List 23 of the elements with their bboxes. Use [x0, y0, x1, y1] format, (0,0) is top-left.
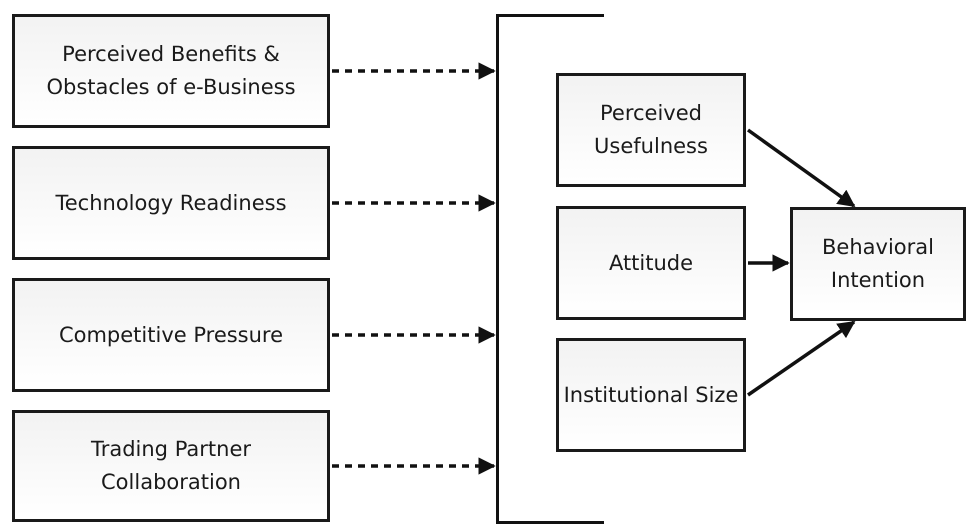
process-box [12, 410, 330, 522]
process-box [556, 73, 746, 187]
dashed-arrow [332, 62, 496, 80]
dashed-arrow [332, 194, 496, 212]
arrow [747, 320, 856, 396]
box-label: Institutional Size [564, 382, 738, 409]
dashed-arrow [332, 457, 496, 475]
dashed-arrow [332, 326, 496, 344]
box-label: Competitive Pressure [58, 322, 284, 349]
process-box [556, 206, 746, 320]
process-box [556, 338, 746, 452]
process-box [790, 207, 966, 321]
box-label: Perceived Usefulness [593, 100, 709, 160]
box-label: Behavioral Intention [821, 234, 935, 294]
box-label: Perceived Benefits & Obstacles of e-Business [45, 41, 297, 101]
box-label: Technology Readiness [55, 190, 287, 217]
process-box [12, 14, 330, 128]
arrow [748, 254, 790, 272]
process-box [12, 146, 330, 260]
box-label: Attitude [608, 250, 694, 277]
arrow [746, 128, 856, 208]
box-label: Trading Partner Collaboration [90, 436, 252, 496]
process-box [12, 278, 330, 392]
